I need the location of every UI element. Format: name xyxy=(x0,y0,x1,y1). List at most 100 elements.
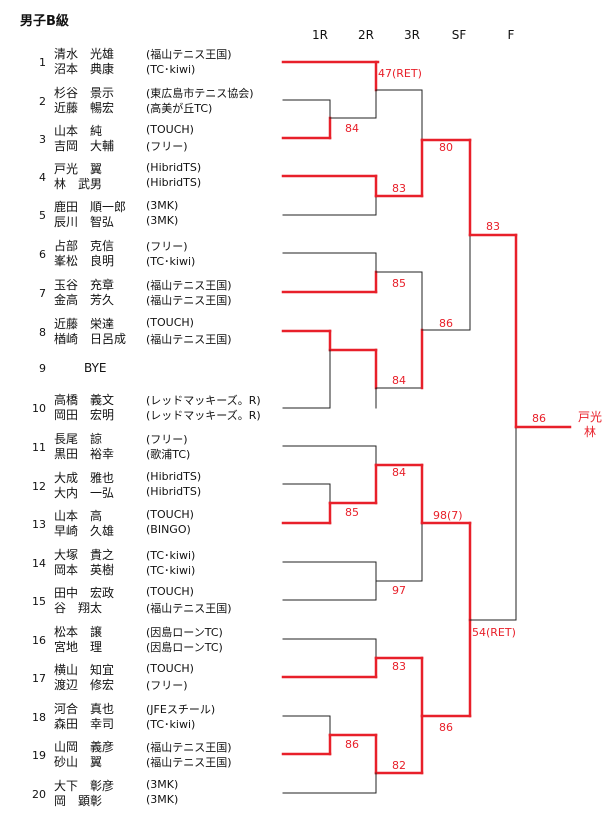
player-name: 高橋 義文 xyxy=(54,393,115,407)
score-3r-4v5: 83 xyxy=(392,182,406,195)
entry-2: 2 杉谷 景示 (東広島市テニス協会) 近藤 暢宏 (高美が丘TC) xyxy=(0,84,300,118)
score-3r-11v13: 84 xyxy=(392,466,406,479)
seed-number: 20 xyxy=(32,788,46,801)
player-name: 横山 知宜 xyxy=(54,663,115,677)
player-club: (因島ローンTC) xyxy=(146,626,223,639)
seed-number: 17 xyxy=(32,672,46,685)
player-name: 大下 彰彦 xyxy=(54,779,115,793)
player-club: (福山テニス王国) xyxy=(146,294,232,307)
player-club: (東広島市テニス協会) xyxy=(146,87,254,100)
seed-number: 4 xyxy=(39,171,46,184)
player-club: (TC･kiwi) xyxy=(146,549,196,562)
player-name: 山本 純 xyxy=(54,124,103,138)
entry-14: 14 大塚 貴之 (TC･kiwi) 岡本 英樹 (TC･kiwi) xyxy=(0,546,300,580)
seed-number: 6 xyxy=(39,248,46,261)
score-3r-19v20: 82 xyxy=(392,759,406,772)
player-name: 谷 翔太 xyxy=(54,601,103,615)
player-club: (HibridTS) xyxy=(146,161,202,174)
entry-17: 17 横山 知宜 (TOUCH) 渡辺 修宏 (フリー) xyxy=(0,661,300,695)
score-final: 86 xyxy=(532,412,546,425)
player-club: (フリー) xyxy=(146,140,188,153)
seed-number: 3 xyxy=(39,133,46,146)
player-name: 大内 一弘 xyxy=(54,486,115,500)
player-club: (福山テニス王国) xyxy=(146,756,232,769)
entry-5: 5 鹿田 順一郎 (3MK) 辰川 智弘 (3MK) xyxy=(0,198,300,232)
entry-12: 12 大成 雅也 (HibridTS) 大内 一弘 (HibridTS) xyxy=(0,469,300,503)
entry-8: 8 近藤 栄達 (TOUCH) 楢崎 日呂成 (福山テニス王国) xyxy=(0,315,300,349)
player-club: (福山テニス王国) xyxy=(146,279,232,292)
player-name: 沼本 典康 xyxy=(54,62,115,76)
seed-number: 7 xyxy=(39,287,46,300)
player-club: (福山テニス王国) xyxy=(146,333,232,346)
player-name: 杉谷 景示 xyxy=(54,86,115,100)
player-name: 岡 顕彰 xyxy=(54,794,103,808)
player-name: 辰川 智弘 xyxy=(54,215,115,229)
round-header-2r: 2R xyxy=(358,28,374,42)
score-f-sf1: 83 xyxy=(486,220,500,233)
player-club: (3MK) xyxy=(146,778,179,791)
champion-name-1: 戸光 xyxy=(577,410,602,424)
player-club: (高美が丘TC) xyxy=(146,102,213,115)
entry-15: 15 田中 宏政 (TOUCH) 谷 翔太 (福山テニス王国) xyxy=(0,584,300,618)
player-name: 田中 宏政 xyxy=(54,586,115,600)
score-2r-12v13: 85 xyxy=(345,506,359,519)
seed-number: 18 xyxy=(32,711,46,724)
player-name: 大成 雅也 xyxy=(54,471,115,485)
player-name: 清水 光雄 xyxy=(54,47,115,61)
entry-11: 11 長尾 諒 (フリー) 黒田 裕幸 (歌浦TC) xyxy=(0,430,300,464)
player-name: 河合 真也 xyxy=(54,702,115,716)
seed-number: 14 xyxy=(32,557,46,570)
player-club: (JFEスチール) xyxy=(146,703,216,716)
entry-9: 9 BYE xyxy=(0,353,300,387)
player-club: (TOUCH) xyxy=(146,662,194,675)
seed-number: 8 xyxy=(39,326,46,339)
player-name: 占部 克信 xyxy=(54,239,115,253)
entry-13: 13 山本 高 (TOUCH) 早崎 久雄 (BINGO) xyxy=(0,507,300,541)
score-3r-1v3: 47(RET) xyxy=(378,67,422,80)
player-club: (因島ローンTC) xyxy=(146,641,223,654)
entry-19: 19 山岡 義彦 (福山テニス王国) 砂山 翼 (福山テニス王国) xyxy=(0,738,300,772)
player-name: 黒田 裕幸 xyxy=(54,447,115,461)
seed-number: 5 xyxy=(39,209,46,222)
seed-number: 19 xyxy=(32,749,46,762)
player-name: 吉岡 大輔 xyxy=(54,139,115,153)
entry-3: 3 山本 純 (TOUCH) 吉岡 大輔 (フリー) xyxy=(0,122,300,156)
player-club: (TC･kiwi) xyxy=(146,255,196,268)
score-sf-q1: 80 xyxy=(439,141,453,154)
player-club: (歌浦TC) xyxy=(146,448,191,461)
player-club: (フリー) xyxy=(146,240,188,253)
player-club: (TC･kiwi) xyxy=(146,564,196,577)
player-name: 山本 高 xyxy=(54,509,103,523)
player-club: (HibridTS) xyxy=(146,176,202,189)
player-name: 戸光 翼 xyxy=(54,162,103,176)
page-title: 男子B級 xyxy=(20,14,69,29)
player-club: (TOUCH) xyxy=(146,123,194,136)
player-club: (レッドマッキーズ。R) xyxy=(146,394,261,407)
player-club: (TC･kiwi) xyxy=(146,718,196,731)
player-club: (HibridTS) xyxy=(146,470,202,483)
player-club: (3MK) xyxy=(146,214,179,227)
player-name: 早崎 久雄 xyxy=(54,524,115,538)
player-name: 楢崎 日呂成 xyxy=(54,332,127,346)
player-name: 近藤 暢宏 xyxy=(54,101,115,115)
score-f-sf2: 54(RET) xyxy=(472,626,516,639)
round-header-f: F xyxy=(507,28,515,42)
seed-number: 13 xyxy=(32,518,46,531)
player-club: (TC･kiwi) xyxy=(146,63,196,76)
player-club: (TOUCH) xyxy=(146,508,194,521)
score-3r-8v10: 84 xyxy=(392,374,406,387)
entry-7: 7 玉谷 充章 (福山テニス王国) 金高 芳久 (福山テニス王国) xyxy=(0,276,300,310)
score-sf-q4: 86 xyxy=(439,721,453,734)
seed-number: 11 xyxy=(32,441,46,454)
seed-number: 2 xyxy=(39,95,46,108)
player-club: (BINGO) xyxy=(146,523,191,536)
entry-6: 6 占部 克信 (フリー) 峯松 良明 (TC･kiwi) xyxy=(0,237,300,271)
champion: 戸光 林 xyxy=(576,410,604,440)
score-sf-q3: 98(7) xyxy=(433,509,463,522)
player-name: 長尾 諒 xyxy=(54,432,103,446)
entry-20: 20 大下 彰彦 (3MK) 岡 顕彰 (3MK) xyxy=(0,777,300,811)
round-header-3r: 3R xyxy=(404,28,420,42)
player-club: (3MK) xyxy=(146,793,179,806)
player-club: (TOUCH) xyxy=(146,585,194,598)
